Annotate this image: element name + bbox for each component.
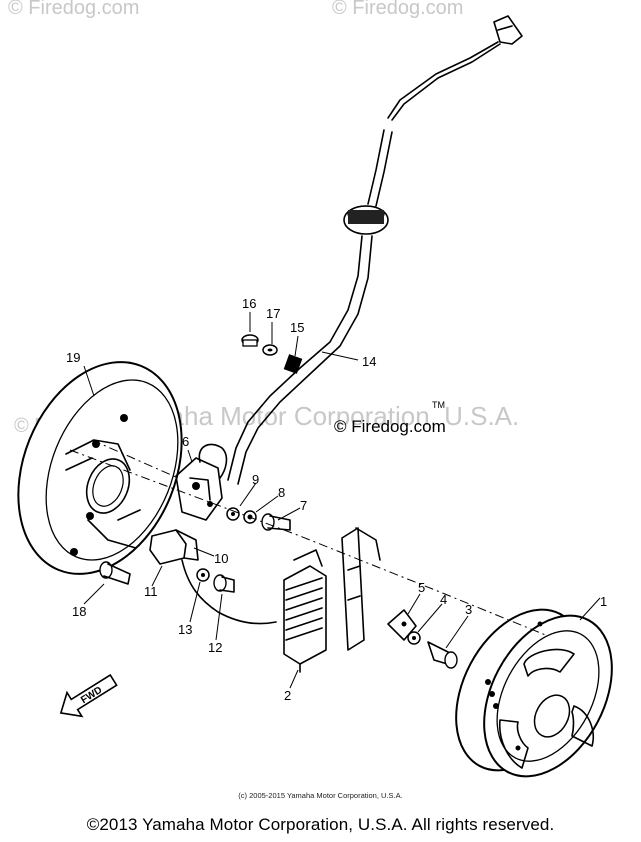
callout-2: 2 [284, 688, 291, 703]
washer-13 [196, 568, 210, 582]
screw-7 [261, 513, 291, 531]
callout-1: 1 [600, 594, 607, 609]
washer-9 [226, 507, 240, 521]
callout-12: 12 [208, 640, 222, 655]
callout-14: 14 [362, 354, 376, 369]
bracket-bar [341, 527, 381, 651]
flywheel-rotor [455, 608, 613, 778]
trademark-mark: TM [432, 400, 445, 410]
harness-connector [387, 15, 523, 121]
contact-breaker [175, 443, 228, 521]
callout-16: 16 [242, 296, 256, 311]
callout-10: 10 [214, 551, 228, 566]
callout-4: 4 [440, 592, 447, 607]
callout-8: 8 [278, 485, 285, 500]
harness-wire [227, 129, 393, 485]
stator-plate [17, 361, 183, 575]
callout-9: 9 [252, 472, 259, 487]
fwd-arrow: FWD [59, 673, 118, 718]
stator-screw-axis [91, 439, 179, 479]
small-copyright: (c) 2005-2015 Yamaha Motor Corporation, … [238, 791, 403, 800]
callout-3: 3 [465, 602, 472, 617]
copyright-notice: ©2013 Yamaha Motor Corporation, U.S.A. A… [86, 815, 555, 834]
callout-5: 5 [418, 580, 425, 595]
callout-13: 13 [178, 622, 192, 637]
bolt-3 [427, 641, 458, 669]
callout-6: 6 [182, 434, 189, 449]
watermark-top-left: © Firedog.com [8, 0, 139, 19]
watermark-top-right: © Firedog.com [332, 0, 463, 19]
callout-17: 17 [266, 306, 280, 321]
wire-clamp [283, 354, 303, 374]
callout-11: 11 [144, 584, 158, 599]
callout-7: 7 [300, 498, 307, 513]
callout-19: 19 [66, 350, 80, 365]
condenser [149, 529, 277, 625]
wire-grommet [343, 205, 389, 235]
firedog-watermark: © Firedog.com [334, 417, 446, 436]
washer-4 [407, 631, 421, 645]
screw-16 [241, 334, 259, 347]
screw-18 [99, 561, 131, 585]
leader-lines [83, 312, 601, 689]
pin-5 [387, 609, 417, 641]
callout-15: 15 [290, 320, 304, 335]
screw-12 [213, 574, 235, 593]
watermark-center: Yamaha Motor Corporation, U.S.A. [118, 401, 519, 431]
lighting-coil [283, 549, 327, 673]
callout-18: 18 [72, 604, 86, 619]
washer-17 [262, 344, 278, 356]
center-axis-line [69, 449, 549, 637]
